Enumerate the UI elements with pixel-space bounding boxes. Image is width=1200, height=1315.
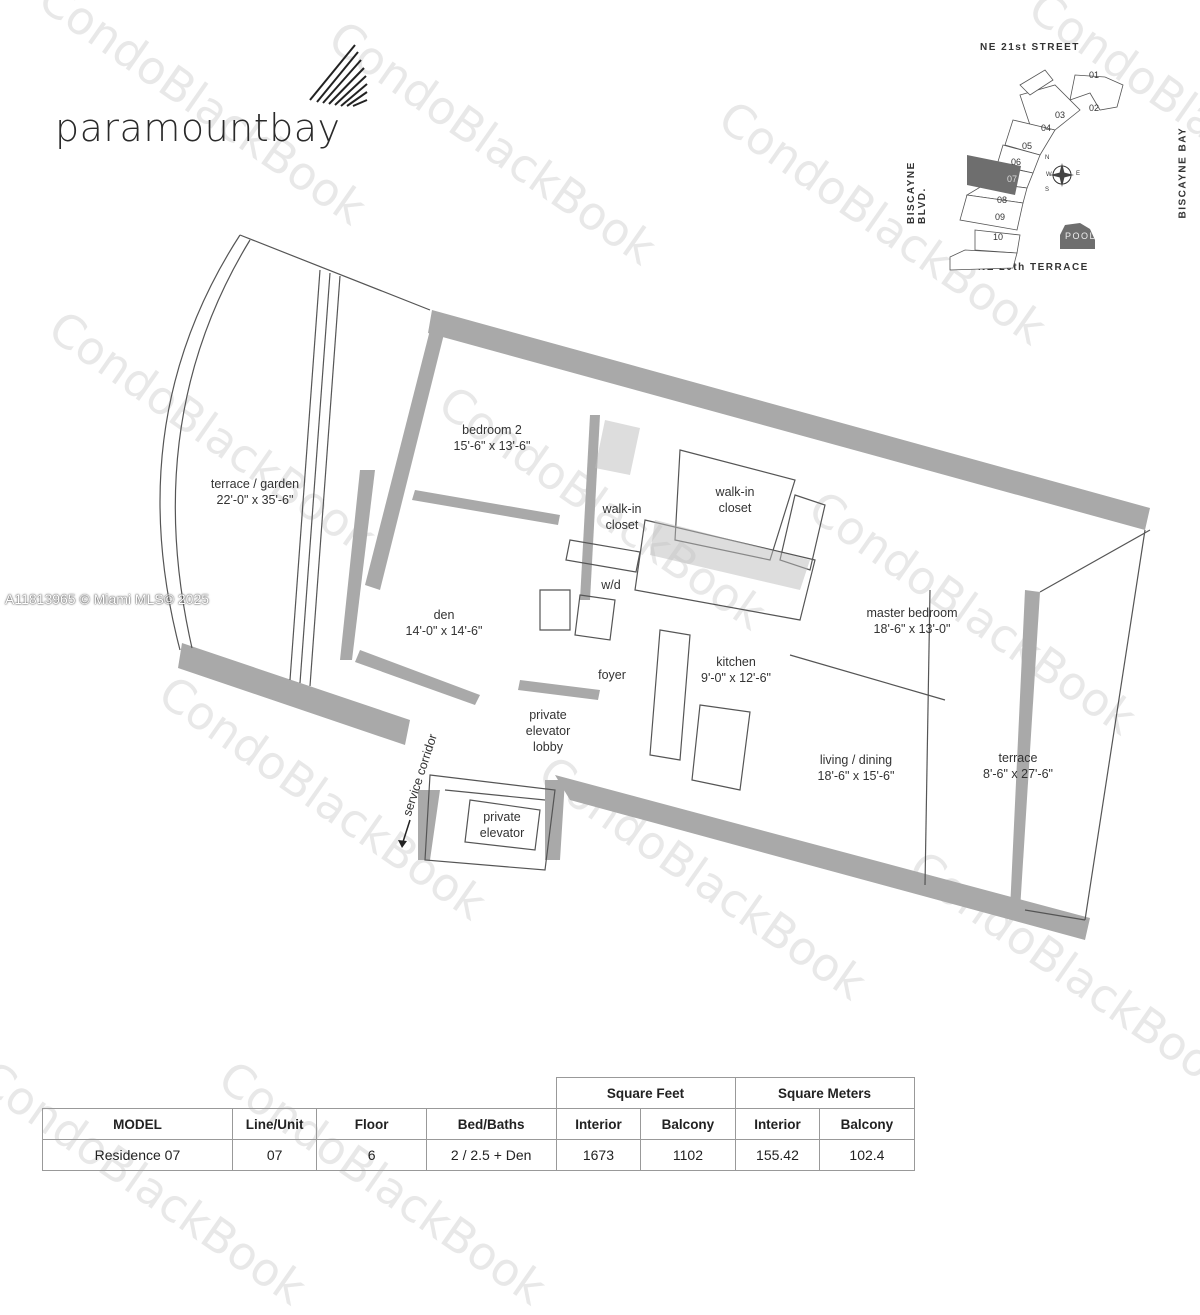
room-dims: 14'-0" x 14'-6" — [405, 624, 483, 638]
room-name: closet — [718, 501, 752, 515]
room-name: terrace — [998, 751, 1038, 765]
brand-name: paramountbay — [55, 106, 341, 150]
room-walk-in-closet-1: walk-in closet — [603, 501, 642, 533]
floor-plan — [159, 234, 1151, 940]
room-name: foyer — [598, 668, 626, 682]
site-key-map: NE 21st STREET NE 20th TERRACE BISCAYNE … — [905, 35, 1200, 280]
walls — [178, 310, 1150, 940]
room-name: master bedroom — [866, 606, 958, 620]
tile-floor — [595, 420, 810, 590]
pool-label: POOL — [1065, 231, 1097, 241]
cell-floor: 6 — [316, 1139, 427, 1171]
header-square-feet: Square Feet — [555, 1077, 736, 1109]
room-bedroom-2: bedroom 2 15'-6" x 13'-6" — [454, 422, 531, 454]
room-den: den 14'-0" x 14'-6" — [406, 607, 483, 639]
room-dims: 18'-6" x 13'-0" — [873, 622, 951, 636]
cell-interior-sqm: 155.42 — [734, 1139, 821, 1171]
compass-e: E — [1076, 171, 1081, 177]
room-dims: 15'-6" x 13'-6" — [453, 439, 531, 453]
header-floor: Floor — [316, 1108, 427, 1140]
cell-balcony-sqft: 1102 — [640, 1139, 736, 1171]
service-corridor-arrow-icon — [398, 819, 411, 848]
compass-s: S — [1045, 187, 1050, 193]
cell-model: Residence 07 — [42, 1139, 233, 1171]
room-name: living / dining — [819, 753, 893, 767]
room-dims: 18'-6" x 15'-6" — [817, 769, 895, 783]
room-name: kitchen — [716, 655, 756, 669]
compass-w: W — [1046, 172, 1052, 178]
room-name: w/d — [601, 578, 621, 592]
south-street-label: NE 20th TERRACE — [978, 262, 1089, 273]
room-name: lobby — [533, 740, 563, 754]
room-name: private — [483, 810, 521, 824]
mls-watermark: A11813965 © Miami MLS© 2025 — [5, 591, 210, 607]
compass-n: N — [1045, 155, 1050, 161]
room-name: elevator — [525, 724, 571, 738]
header-interior-sqm: Interior — [734, 1108, 821, 1140]
room-name: private — [529, 708, 567, 722]
header-square-meters: Square Meters — [734, 1077, 915, 1109]
unit-label: 06 — [1011, 157, 1022, 167]
cell-line-unit: 07 — [231, 1139, 318, 1171]
room-private-elevator: private elevator — [480, 809, 524, 841]
room-dims: 22'-0" x 35'-6" — [216, 493, 294, 507]
room-master-bedroom: master bedroom 18'-6" x 13'-0" — [866, 605, 957, 637]
room-kitchen: kitchen 9'-0" x 12'-6" — [701, 654, 771, 686]
room-name: elevator — [479, 826, 525, 840]
cell-interior-sqft: 1673 — [555, 1139, 642, 1171]
unit-spec-table: Square Feet Square Meters MODEL Line/Uni… — [42, 1077, 915, 1171]
north-street-label: NE 21st STREET — [980, 42, 1080, 53]
room-dims: 8'-6" x 27'-6" — [983, 767, 1053, 781]
room-walk-in-closet-2: walk-in closet — [716, 484, 755, 516]
room-living-dining: living / dining 18'-6" x 15'-6" — [818, 752, 895, 784]
unit-label: 10 — [993, 232, 1004, 242]
room-private-elevator-lobby: private elevator lobby — [526, 707, 570, 755]
unit-label-highlighted: 07 — [1007, 174, 1018, 184]
room-name: walk-in — [602, 502, 642, 516]
highlighted-unit — [967, 155, 1021, 195]
header-line-unit: Line/Unit — [231, 1108, 318, 1140]
room-name: closet — [605, 518, 639, 532]
room-name: bedroom 2 — [462, 423, 522, 437]
header-bed-baths: Bed/Baths — [425, 1108, 557, 1140]
tower-logo-icon — [309, 44, 368, 107]
unit-label: 01 — [1089, 70, 1100, 80]
header-interior-sqft: Interior — [555, 1108, 642, 1140]
unit-label: 09 — [995, 212, 1006, 222]
header-balcony-sqft: Balcony — [640, 1108, 736, 1140]
unit-label: 08 — [997, 195, 1008, 205]
compass-icon — [1050, 163, 1074, 187]
room-name: walk-in — [715, 485, 755, 499]
unit-label: 03 — [1055, 110, 1066, 120]
room-dims: 9'-0" x 12'-6" — [701, 671, 771, 685]
room-name: den — [433, 608, 455, 622]
room-name: terrace / garden — [210, 477, 300, 491]
room-terrace-garden: terrace / garden 22'-0" x 35'-6" — [211, 476, 299, 508]
unit-label: 04 — [1041, 123, 1052, 133]
brand-logo: paramountbay — [55, 40, 375, 150]
cell-balcony-sqm: 102.4 — [819, 1139, 915, 1171]
room-terrace: terrace 8'-6" x 27'-6" — [983, 750, 1053, 782]
table-row: Residence 07 07 6 2 / 2.5 + Den 1673 110… — [42, 1139, 915, 1171]
room-foyer: foyer — [598, 667, 626, 683]
header-balcony-sqm: Balcony — [819, 1108, 915, 1140]
unit-label: 02 — [1089, 103, 1100, 113]
header-model: MODEL — [42, 1108, 233, 1140]
room-washer-dryer: w/d — [601, 577, 620, 593]
unit-label: 05 — [1022, 141, 1033, 151]
cell-bed-baths: 2 / 2.5 + Den — [425, 1139, 557, 1171]
